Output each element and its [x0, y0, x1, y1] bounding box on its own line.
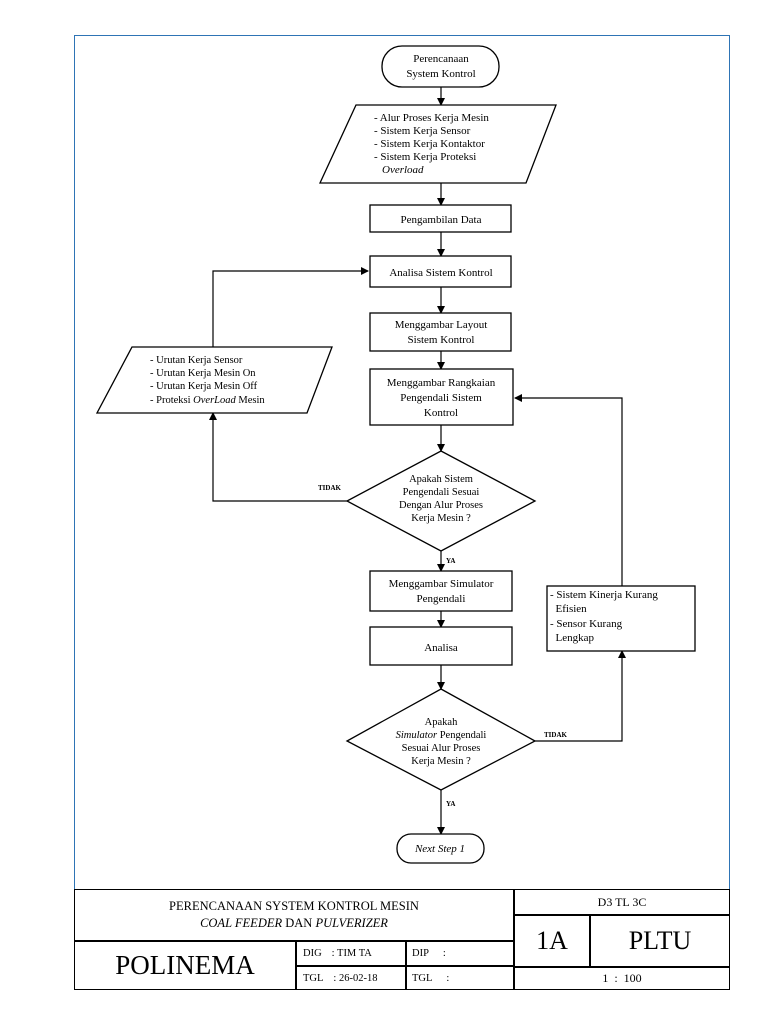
rangkaian-text-1: Menggambar Rangkaian	[387, 377, 496, 389]
scale-text: 1 : 100	[602, 971, 642, 985]
right-box-text-2: Efisien	[550, 603, 587, 615]
tgl-value: : 26-02-18	[333, 972, 378, 984]
institution-name: POLINEMA	[115, 950, 255, 980]
menggambar-rangkaian-box	[369, 368, 514, 426]
pengambilan-data-box	[369, 204, 512, 233]
tgl-label: TGL	[303, 972, 324, 984]
right-box-text-4: Lengkap	[550, 632, 594, 644]
left-io-item-3: - Urutan Kerja Mesin Off	[150, 381, 258, 392]
rangkaian-text-2: Pengendali Sistem	[400, 392, 482, 404]
analisa-sistem-kontrol-box	[369, 255, 512, 288]
dig-label: DIG	[303, 948, 322, 959]
right-feedback-box	[546, 585, 696, 652]
decision2-text-2: Simulator Pengendali	[396, 730, 487, 741]
subject-cell: PLTU	[590, 915, 730, 967]
simulator-text-2: Pengendali	[417, 593, 466, 605]
decision1-text-2: Pengendali Sesuai	[403, 487, 480, 498]
code-cell: 1A	[514, 915, 590, 967]
input-parallelogram	[318, 104, 557, 184]
label-ya-2: YA	[446, 800, 455, 808]
decision1-text-4: Kerja Mesin ?	[411, 513, 471, 524]
right-box-text-1: - Sistem Kinerja Kurang	[550, 589, 658, 601]
dip-label: DIP	[412, 948, 429, 959]
tgl-cell: TGL : 26-02-18	[296, 966, 406, 990]
input-item-3: - Sistem Kerja Kontaktor	[374, 138, 485, 150]
dig-cell: DIG : TIM TA	[296, 941, 406, 966]
tgl2-label: TGL	[412, 972, 433, 984]
left-io-item-4: - Proteksi OverLoad Mesin	[150, 395, 265, 406]
layout-text-2: Sistem Kontrol	[408, 334, 475, 346]
menggambar-simulator-box	[369, 570, 513, 612]
dig-value: : TIM TA	[331, 948, 372, 959]
drawing-title-line1: PERENCANAAN SYSTEM KONTROL MESIN	[169, 899, 419, 913]
scale-cell: 1 : 100	[514, 967, 730, 990]
input-item-2: - Sistem Kerja Sensor	[374, 125, 471, 137]
label-tidak-2: TIDAK	[544, 731, 568, 739]
connector-left-io-analisa	[212, 267, 369, 347]
analisa-box	[369, 626, 513, 666]
label-tidak-1: TIDAK	[318, 484, 342, 492]
drawing-title-line2: COAL FEEDER DAN PULVERIZER	[200, 916, 388, 930]
label-ya-1: YA	[446, 557, 455, 565]
decision2-text-1: Apakah	[425, 717, 458, 728]
class-text: D3 TL 3C	[597, 894, 647, 909]
left-io-item-2: - Urutan Kerja Mesin On	[150, 368, 256, 379]
connector-right-box-rangkaian	[514, 394, 623, 586]
tgl2-value: :	[446, 972, 450, 984]
input-item-5: Overload	[382, 164, 424, 176]
connector-decision2-right-box	[535, 650, 626, 742]
menggambar-layout-box	[369, 312, 512, 352]
code-text: 1A	[536, 926, 568, 955]
left-io-item-1: - Urutan Kerja Sensor	[150, 355, 243, 366]
analisa-sistem-text: Analisa Sistem Kontrol	[389, 267, 492, 279]
decision2-text-4: Kerja Mesin ?	[411, 756, 471, 767]
analisa-text: Analisa	[424, 642, 458, 654]
decision2-text-3: Sesuai Alur Proses	[402, 743, 481, 754]
simulator-text-1: Menggambar Simulator	[389, 578, 494, 590]
class-cell: D3 TL 3C	[514, 889, 730, 915]
start-text-2: System Kontrol	[406, 68, 475, 80]
title-block: PERENCANAAN SYSTEM KONTROL MESIN COAL FE…	[74, 889, 730, 990]
layout-text-1: Menggambar Layout	[395, 319, 488, 331]
title-cell: PERENCANAAN SYSTEM KONTROL MESIN COAL FE…	[74, 889, 514, 941]
subject-text: PLTU	[628, 926, 692, 955]
right-box-text-3: - Sensor Kurang	[550, 618, 623, 630]
input-item-4: - Sistem Kerja Proteksi	[374, 151, 476, 163]
left-io-parallelogram	[95, 346, 333, 414]
tgl2-cell: TGL :	[406, 966, 514, 990]
decision1-text-3: Dengan Alur Proses	[399, 500, 483, 511]
start-terminator	[381, 45, 500, 88]
decision-2-diamond	[345, 688, 537, 791]
start-text-1: Perencanaan	[413, 53, 469, 65]
dip-value: :	[442, 948, 446, 959]
dip-cell: DIP :	[406, 941, 514, 966]
institution-cell: POLINEMA	[74, 941, 296, 990]
decision1-text-1: Apakah Sistem	[409, 474, 473, 485]
decision-1-diamond	[345, 450, 537, 552]
input-item-1: - Alur Proses Kerja Mesin	[374, 112, 489, 124]
rangkaian-text-3: Kontrol	[424, 407, 458, 419]
end-text: Next Step 1	[414, 843, 465, 855]
connector-decision1-left-io	[209, 412, 347, 502]
end-terminator	[396, 833, 485, 864]
pengambilan-data-text: Pengambilan Data	[401, 214, 482, 226]
